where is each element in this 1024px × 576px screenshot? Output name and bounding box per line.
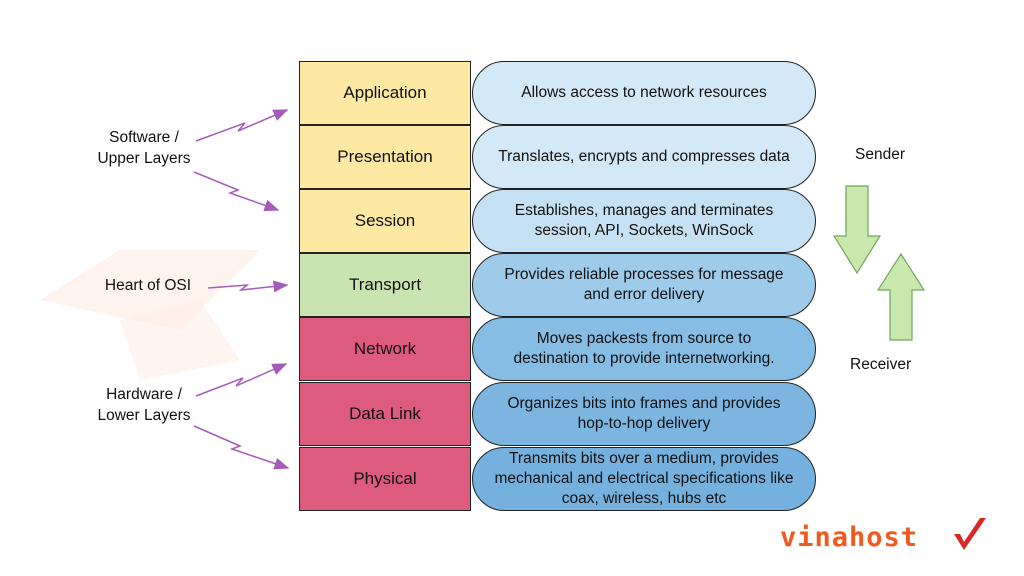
lower-arrow-to-physical <box>193 425 290 470</box>
desc-text: Provides reliable processes for message … <box>504 266 784 303</box>
layer-label: Physical <box>353 469 417 488</box>
layer-physical: Physical <box>299 447 471 511</box>
desc-physical: Transmits bits over a medium, provides m… <box>472 447 816 511</box>
down-arrow-icon <box>832 185 882 275</box>
desc-text: Organizes bits into frames and provides … <box>507 395 781 432</box>
desc-text: Transmits bits over a medium, provides m… <box>494 450 794 507</box>
sender-label: Sender <box>855 146 905 163</box>
layer-presentation: Presentation <box>299 125 471 189</box>
layer-transport: Transport <box>299 253 471 317</box>
desc-transport: Provides reliable processes for message … <box>472 253 816 317</box>
receiver-label: Receiver <box>850 356 912 373</box>
layer-label: Data Link <box>349 404 421 423</box>
layer-label: Network <box>353 339 417 358</box>
desc-presentation: Translates, encrypts and compresses data <box>472 125 816 189</box>
desc-text: Establishes, manages and terminates sess… <box>514 202 774 239</box>
desc-application: Allows access to network resources <box>472 61 816 125</box>
up-arrow-icon <box>876 252 926 341</box>
heart-of-osi-label: Heart of OSI <box>104 277 192 294</box>
upper-arrow-to-session <box>193 171 280 212</box>
desc-session: Establishes, manages and terminates sess… <box>472 189 816 253</box>
layer-label: Session <box>354 211 416 230</box>
checkmark-logo-icon <box>954 518 986 550</box>
layer-label: Application <box>343 83 427 102</box>
heart-arrow-to-transport <box>207 280 289 293</box>
layer-session: Session <box>299 189 471 253</box>
desc-data-link: Organizes bits into frames and provides … <box>472 382 816 446</box>
layer-data-link: Data Link <box>299 382 471 446</box>
layer-label: Transport <box>348 275 422 294</box>
layer-network: Network <box>299 317 471 381</box>
desc-text: Moves packests from source to destinatio… <box>513 330 775 367</box>
desc-text: Translates, encrypts and compresses data <box>498 148 790 165</box>
lower-arrow-to-network <box>195 363 288 397</box>
layer-label: Presentation <box>337 147 433 166</box>
desc-network: Moves packests from source to destinatio… <box>472 317 816 381</box>
upper-layers-label: Software / Upper Layers <box>97 129 191 167</box>
desc-text: Allows access to network resources <box>521 84 767 101</box>
upper-arrow-to-application <box>195 109 289 142</box>
lower-layers-label: Hardware / Lower Layers <box>97 386 191 424</box>
layer-application: Application <box>299 61 471 125</box>
vinahost-logo: vinahost <box>780 522 919 553</box>
